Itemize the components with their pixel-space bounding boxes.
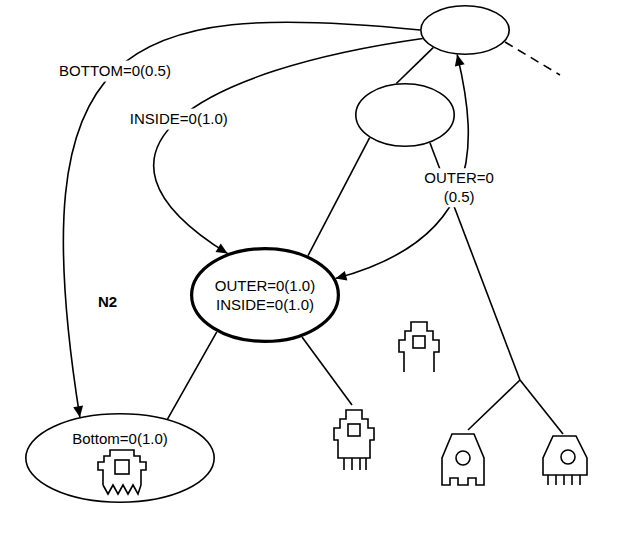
arrowhead (455, 55, 465, 67)
propagation-arrow (63, 22, 420, 417)
pattern-icon (334, 410, 374, 458)
node-text: Bottom=0(1.0) (72, 429, 167, 449)
node-ellipse (421, 6, 509, 54)
arrowhead (73, 406, 83, 418)
arrowhead (335, 271, 347, 281)
node-content (420, 5, 510, 55)
pattern-icon (98, 450, 146, 485)
node-ellipse (26, 414, 214, 502)
node-content: Bottom=0(1.0) (25, 413, 215, 503)
node-text: INSIDE=0(1.0) (216, 295, 314, 315)
pattern-icon (103, 485, 141, 494)
node-content: OUTER=0(1.0)INSIDE=0(1.0) (190, 247, 340, 343)
pattern-icon (348, 424, 360, 436)
tree-branch (302, 337, 352, 405)
pattern-icon (543, 436, 587, 475)
propagation-arrow (154, 39, 423, 254)
pattern-icon (456, 451, 470, 465)
node-ellipse (192, 249, 339, 342)
tree-node: Bottom=0(1.0) (25, 413, 215, 503)
tree-edge (168, 332, 217, 419)
tree-node (420, 5, 510, 55)
pattern-icon (442, 434, 484, 485)
tree-branch (520, 380, 563, 434)
node-heading: N2 (98, 293, 117, 310)
tree-edge (396, 48, 433, 84)
pattern-icon (344, 458, 366, 470)
pattern-icon (548, 475, 580, 485)
tree-node: OUTER=0(1.0)INSIDE=0(1.0)N2 (190, 247, 340, 343)
pattern-icon (413, 336, 425, 348)
tree-node (355, 83, 455, 147)
node-outline (190, 247, 340, 343)
propagation-arrow (335, 55, 468, 279)
edge-label: OUTER=0 (0.5) (420, 168, 498, 208)
arrowhead (216, 243, 228, 253)
node-content (355, 83, 455, 147)
node-outline (355, 83, 455, 147)
tree-edge (308, 138, 370, 256)
pattern-icon (115, 460, 129, 474)
edge-label: INSIDE=0(1.0) (127, 109, 231, 130)
edge-label: BOTTOM=0(0.5) (56, 61, 174, 82)
node-ellipse (356, 84, 454, 146)
tree-branch (468, 380, 520, 430)
pattern-icon (399, 322, 439, 372)
dashed-branch (505, 42, 560, 75)
node-outline (25, 413, 215, 503)
node-text: OUTER=0(1.0) (215, 276, 315, 296)
node-outline (420, 5, 510, 55)
pattern-icon (561, 450, 575, 464)
